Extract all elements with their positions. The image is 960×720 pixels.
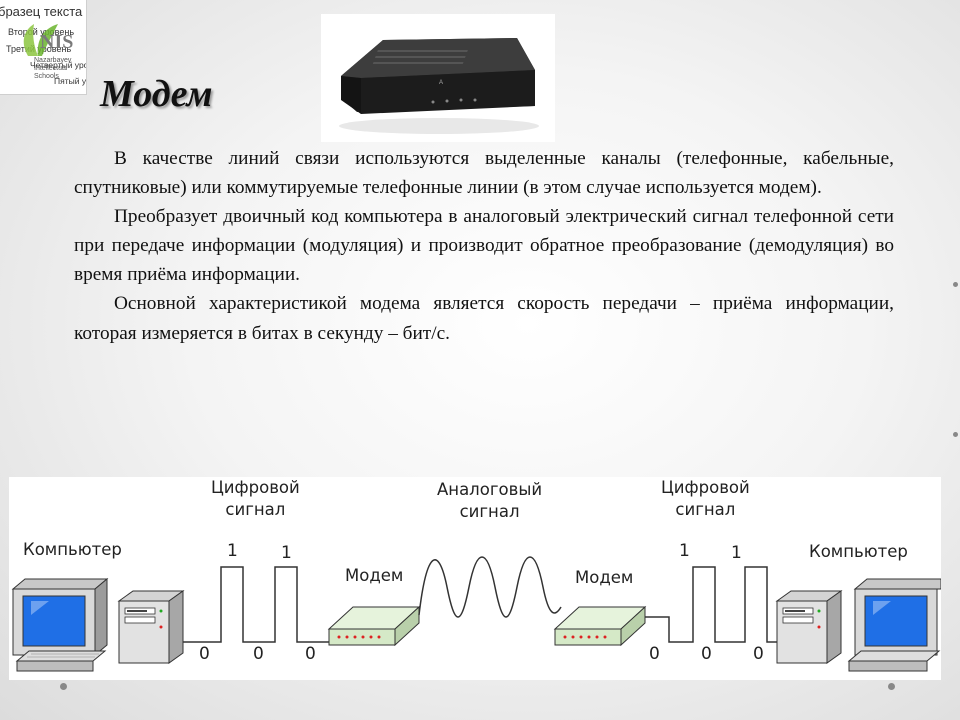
logo-sub-3: Schools bbox=[34, 73, 59, 80]
svg-text:A: A bbox=[439, 80, 443, 86]
paragraph: В качестве линий связи используются выде… bbox=[74, 148, 894, 199]
slide-body: В качестве линий связи используются выде… bbox=[74, 144, 894, 348]
bit-one: 1 bbox=[731, 543, 742, 563]
modem-photo: A bbox=[321, 14, 555, 142]
modem-device-image: A bbox=[339, 38, 539, 134]
left-system-unit-icon bbox=[117, 590, 185, 664]
decorative-dot bbox=[888, 683, 895, 690]
right-computer-label: Компьютер bbox=[809, 542, 908, 561]
left-modem-icon bbox=[327, 605, 421, 647]
placeholder-level5: Пятый уровень bbox=[54, 76, 86, 86]
right-system-unit-icon bbox=[775, 590, 843, 664]
bit-zero: 0 bbox=[649, 644, 660, 664]
bit-zero: 0 bbox=[701, 644, 712, 664]
left-digital-signal bbox=[183, 566, 329, 643]
bit-zero: 0 bbox=[199, 644, 210, 664]
right-digital-label: Цифровой сигнал bbox=[661, 478, 750, 519]
placeholder-level1: бразец текста bbox=[0, 4, 83, 19]
left-computer-label: Компьютер bbox=[23, 540, 122, 559]
analog-signal-wave bbox=[418, 556, 562, 618]
paragraph: Основной характеристикой модема является… bbox=[74, 293, 894, 344]
bit-one: 1 bbox=[281, 543, 292, 563]
decorative-dot bbox=[953, 432, 958, 437]
right-modem-icon bbox=[553, 605, 647, 647]
bit-one: 1 bbox=[679, 541, 690, 561]
decorative-dot bbox=[60, 683, 67, 690]
diagram-graphics bbox=[11, 556, 941, 672]
slide-title: Модем bbox=[100, 73, 213, 115]
left-digital-label: Цифровой сигнал bbox=[211, 478, 300, 519]
right-computer-icon bbox=[847, 578, 941, 672]
nis-logo: NIS Nazarbayev Intellectual Schools bbox=[23, 24, 73, 80]
slide-placeholder: бразец текста Второй уровень Третий уров… bbox=[0, 0, 87, 95]
bit-one: 1 bbox=[227, 541, 238, 561]
bit-zero: 0 bbox=[753, 644, 764, 664]
bit-zero: 0 bbox=[305, 644, 316, 664]
modem-diagram: Цифровой сигнал Аналоговый сигнал Цифров… bbox=[9, 477, 941, 680]
left-modem-label: Модем bbox=[345, 566, 404, 585]
logo-sub-1: Nazarbayev bbox=[34, 57, 72, 64]
analog-label: Аналоговый сигнал bbox=[437, 480, 543, 521]
logo-text: NIS bbox=[40, 31, 73, 53]
placeholder-level2: Второй уровень bbox=[8, 27, 75, 37]
bit-zero: 0 bbox=[253, 644, 264, 664]
logo-sub-2: Intellectual bbox=[34, 65, 68, 72]
placeholder-level4: Четвертый уровень bbox=[30, 60, 86, 70]
right-digital-signal bbox=[645, 566, 777, 643]
decorative-dot bbox=[953, 282, 958, 287]
paragraph: Преобразует двоичный код компьютера в ан… bbox=[74, 206, 894, 286]
left-computer-icon bbox=[11, 577, 109, 672]
right-modem-label: Модем bbox=[575, 568, 634, 587]
